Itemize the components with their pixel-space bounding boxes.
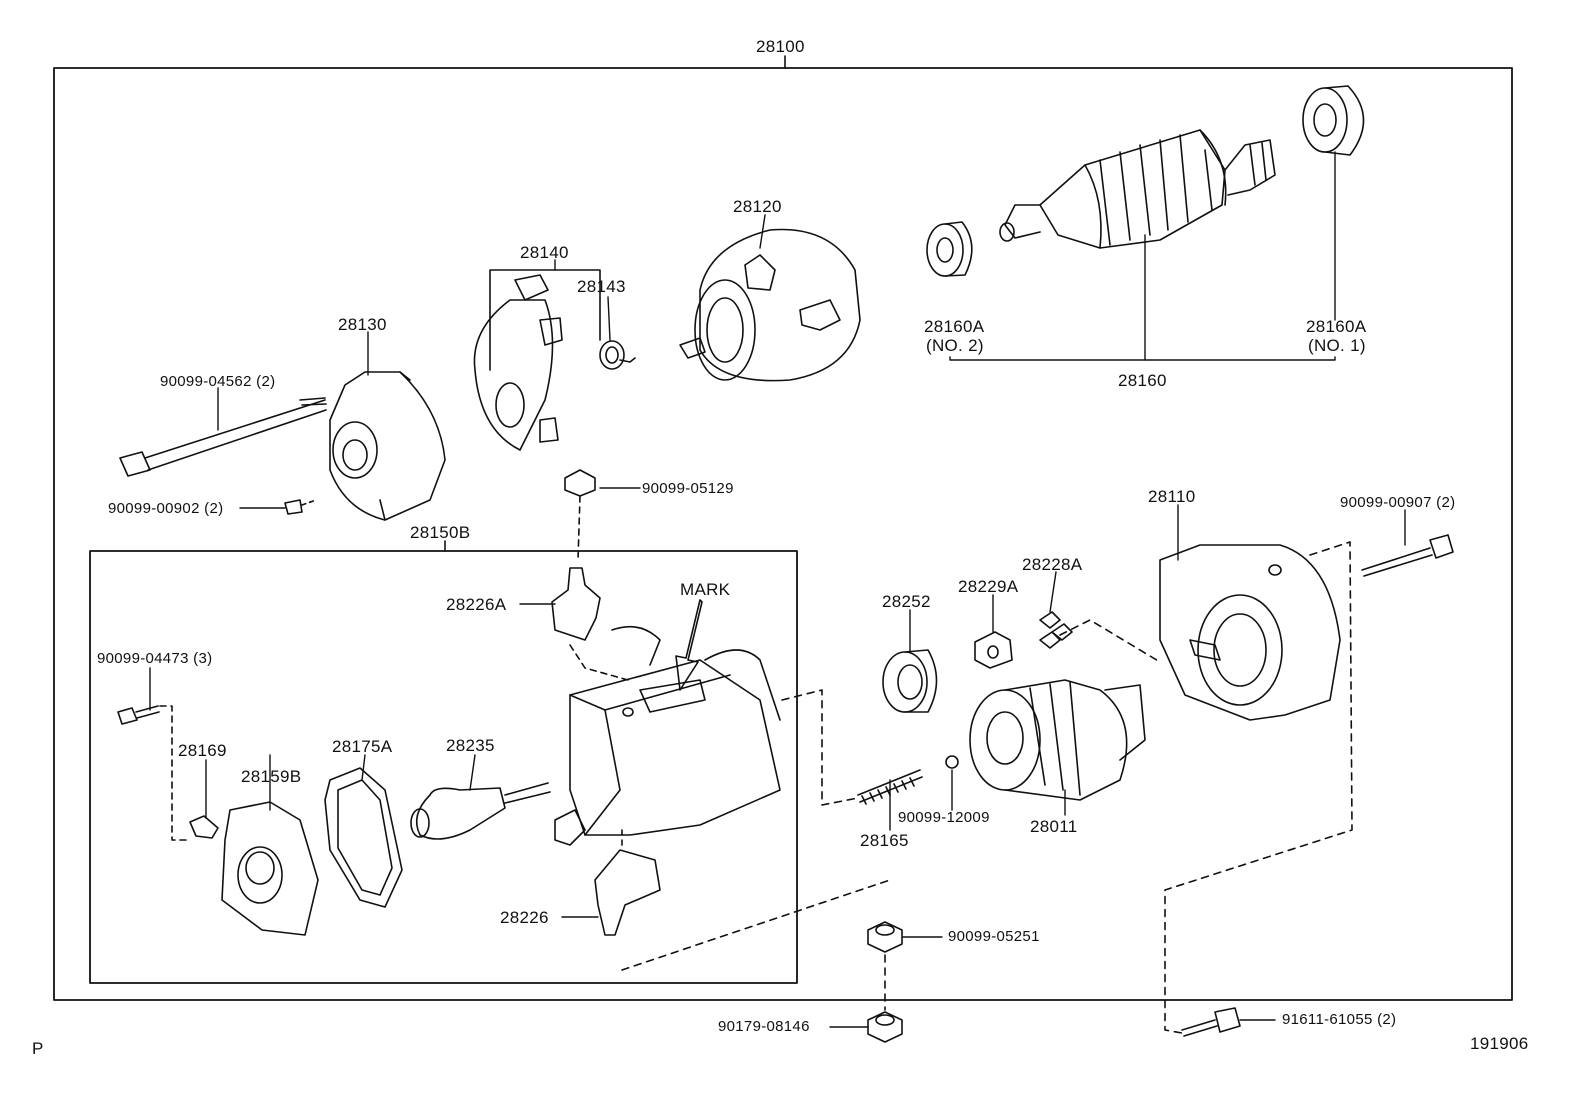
label-91611-61055: 91611-61055 (2) xyxy=(1282,1011,1397,1028)
label-28160a-no2: 28160A xyxy=(924,317,985,336)
end-frame-drawing xyxy=(329,371,446,521)
assembly-frame xyxy=(53,55,1513,1001)
bracket-28140-line xyxy=(489,269,601,371)
armature-drawing xyxy=(999,129,1276,249)
label-90099-00902: 90099-00902 (2) xyxy=(108,500,224,517)
terminal-28226a-drawing xyxy=(551,567,629,681)
label-90099-04473: 90099-04473 (3) xyxy=(97,650,213,667)
label-28130: 28130 xyxy=(338,315,387,334)
label-90099-00907: 90099-00907 (2) xyxy=(1340,494,1456,511)
label-28235: 28235 xyxy=(446,736,495,755)
brush-holder-drawing xyxy=(473,274,563,451)
label-28169: 28169 xyxy=(178,741,227,760)
label-28160a-no2-sub: (NO. 2) xyxy=(926,336,984,355)
steel-ball-drawing xyxy=(945,755,959,769)
label-90099-12009: 90099-12009 xyxy=(898,809,990,826)
label-90099-05129: 90099-05129 xyxy=(642,480,734,497)
clamp-drawing xyxy=(189,815,219,839)
starter-clutch-drawing xyxy=(969,679,1146,801)
magnetic-switch-drawing xyxy=(554,625,781,846)
label-28228a: 28228A xyxy=(1022,555,1083,574)
leader-lines xyxy=(149,151,1406,1028)
bolt-90099-00907-drawing xyxy=(1361,534,1454,577)
nut-90099-05129-drawing xyxy=(564,469,596,561)
label-28175a: 28175A xyxy=(332,737,393,756)
yoke-drawing xyxy=(679,228,861,382)
label-28160: 28160 xyxy=(1118,371,1167,390)
label-28165: 28165 xyxy=(860,831,909,850)
rollers-drawing xyxy=(1039,611,1073,649)
label-28226a: 28226A xyxy=(446,595,507,614)
label-sub-assembly: 28150B xyxy=(410,523,471,542)
bolt-90099-04473-drawing xyxy=(117,705,191,841)
bearing-no2-drawing xyxy=(926,221,973,277)
nut-90099-05251-drawing xyxy=(867,921,903,953)
nut-90179-08146-drawing xyxy=(867,1011,903,1043)
label-assembly: 28100 xyxy=(756,37,805,56)
mark-arrow xyxy=(675,599,703,691)
corner-code-right: 191906 xyxy=(1470,1034,1529,1053)
label-90099-05251: 90099-05251 xyxy=(948,928,1040,945)
label-28110: 28110 xyxy=(1148,487,1196,506)
label-28226: 28226 xyxy=(500,908,549,927)
corner-code-left: P xyxy=(32,1039,44,1058)
retainer-drawing xyxy=(974,631,1013,669)
bearing-no1-drawing xyxy=(1302,85,1365,156)
label-28159b: 28159B xyxy=(241,767,302,786)
label-28140: 28140 xyxy=(520,243,569,262)
label-90099-04562: 90099-04562 (2) xyxy=(160,373,276,390)
label-28160a-no1-sub: (NO. 1) xyxy=(1308,336,1366,355)
idler-gear-drawing xyxy=(882,649,938,713)
label-90179-08146: 90179-08146 xyxy=(718,1018,810,1035)
label-28120: 28120 xyxy=(733,197,782,216)
label-mark: MARK xyxy=(680,580,731,599)
plunger-drawing xyxy=(410,782,551,840)
label-28011: 28011 xyxy=(1030,817,1078,836)
label-28252: 28252 xyxy=(882,592,931,611)
brush-spring-drawing xyxy=(599,340,636,370)
return-spring-drawing xyxy=(857,769,923,805)
drive-housing-drawing xyxy=(1159,544,1341,721)
label-28229a: 28229A xyxy=(958,577,1019,596)
alignment-lines xyxy=(621,541,1353,1034)
screw-90099-00902-drawing xyxy=(284,499,317,515)
bolt-91611-61055-drawing xyxy=(1181,1007,1241,1037)
label-28143: 28143 xyxy=(577,277,626,296)
label-28160a-no1: 28160A xyxy=(1306,317,1367,336)
through-bolt-drawing xyxy=(119,397,327,477)
end-plate-drawing xyxy=(221,801,319,936)
terminal-28226-drawing xyxy=(594,829,661,936)
gasket-drawing xyxy=(324,767,403,908)
